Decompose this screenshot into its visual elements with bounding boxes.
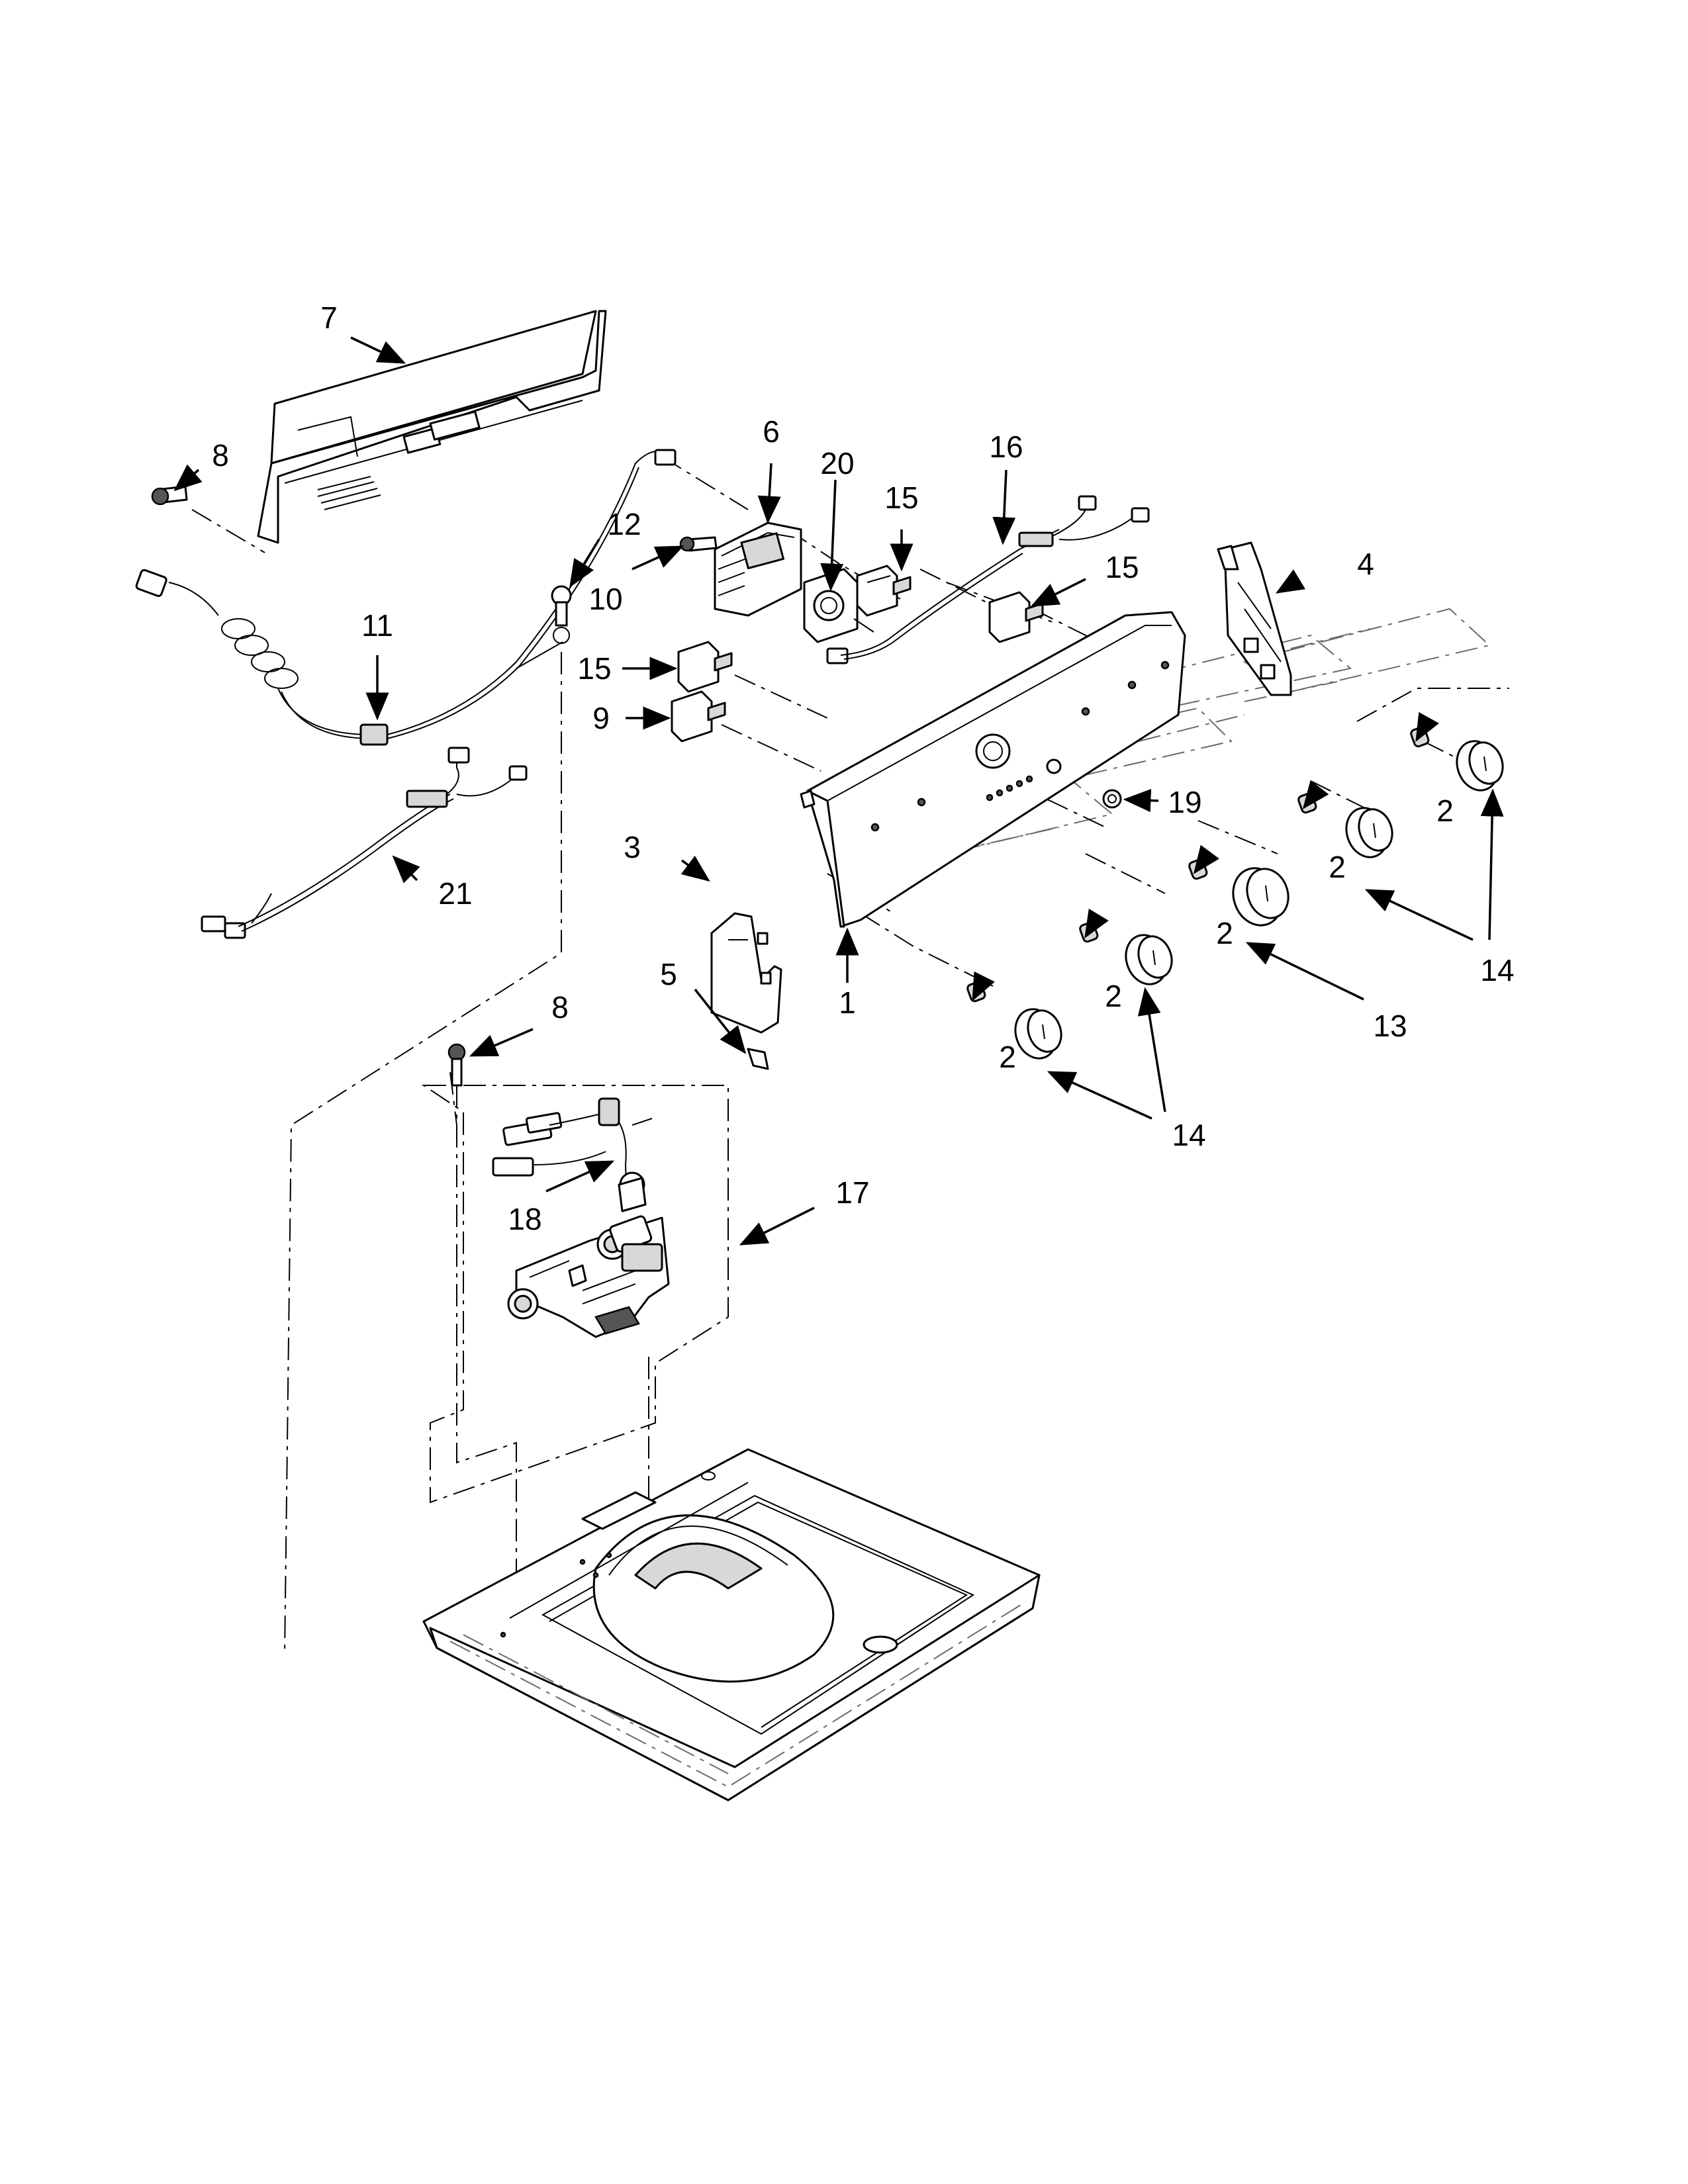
callout-13: 13: [1373, 1009, 1407, 1043]
wire-harness-21: [201, 747, 528, 939]
callout-1: 1: [839, 985, 856, 1020]
callout-5: 5: [660, 957, 677, 991]
rotary-switch-15-left: [677, 641, 733, 693]
end-cap-left: [710, 912, 782, 1034]
callout-2-a: 2: [999, 1040, 1016, 1074]
callout-4: 4: [1357, 547, 1374, 581]
screw-lower: [447, 1043, 466, 1087]
knob-insert-e: [1410, 726, 1430, 748]
callout-6: 6: [763, 414, 780, 449]
electronic-control-board: [679, 522, 802, 617]
knob-d: [1345, 807, 1393, 858]
knob-c: [1232, 867, 1289, 927]
callout-9: 9: [592, 701, 610, 735]
callout-8-top: 8: [212, 438, 229, 473]
ground-screw: [551, 585, 572, 644]
callout-12: 12: [607, 507, 641, 541]
clip-5: [747, 1048, 769, 1070]
callout-17: 17: [835, 1175, 869, 1210]
callout-2-d: 2: [1329, 850, 1346, 884]
wire-harness-16: [826, 495, 1150, 664]
washer-top-base: [422, 1448, 1041, 1801]
rotary-switch-15-top: [856, 565, 912, 617]
knob-e: [1456, 740, 1504, 792]
callout-16: 16: [989, 430, 1023, 464]
knob-mounting-bracket: [803, 568, 859, 643]
callout-10: 10: [588, 582, 622, 616]
callout-15-left: 15: [577, 651, 611, 686]
callout-2-b: 2: [1105, 979, 1122, 1013]
callout-arrows: [173, 336, 1504, 1246]
callout-15-top: 15: [884, 480, 918, 515]
callout-2-e: 2: [1436, 794, 1454, 828]
status-leds: [986, 775, 1033, 801]
callout-21: 21: [438, 876, 472, 911]
callout-11: 11: [361, 608, 393, 643]
switch-9: [671, 690, 726, 743]
callout-7: 7: [320, 300, 338, 335]
callout-8-lower: 8: [551, 990, 569, 1024]
callout-14-bottom: 14: [1172, 1118, 1205, 1152]
callout-2-c: 2: [1216, 916, 1233, 950]
callout-20: 20: [820, 446, 854, 480]
callout-19: 19: [1168, 785, 1201, 819]
rotary-switch-15-right: [988, 591, 1044, 643]
callout-18: 18: [508, 1202, 541, 1236]
callout-3: 3: [624, 830, 641, 864]
water-valve-harness: [492, 1097, 653, 1212]
callout-14-right: 14: [1480, 953, 1514, 987]
rear-console-panel: [257, 310, 607, 544]
water-inlet-valve: [507, 1215, 670, 1338]
power-cord: [135, 449, 677, 746]
callout-labels: 7 8 12 10 11 6 20 15 16 15 4 15 9 19 3 2…: [212, 300, 1514, 1236]
console-panel: [800, 611, 1186, 928]
nut-19: [1102, 789, 1122, 809]
screw-top: [151, 485, 188, 506]
vent-slots: [317, 476, 381, 510]
callout-15-right: 15: [1105, 550, 1139, 584]
knob-b: [1125, 934, 1173, 985]
end-cap-right: [1217, 541, 1292, 696]
knob-a: [1014, 1008, 1062, 1060]
